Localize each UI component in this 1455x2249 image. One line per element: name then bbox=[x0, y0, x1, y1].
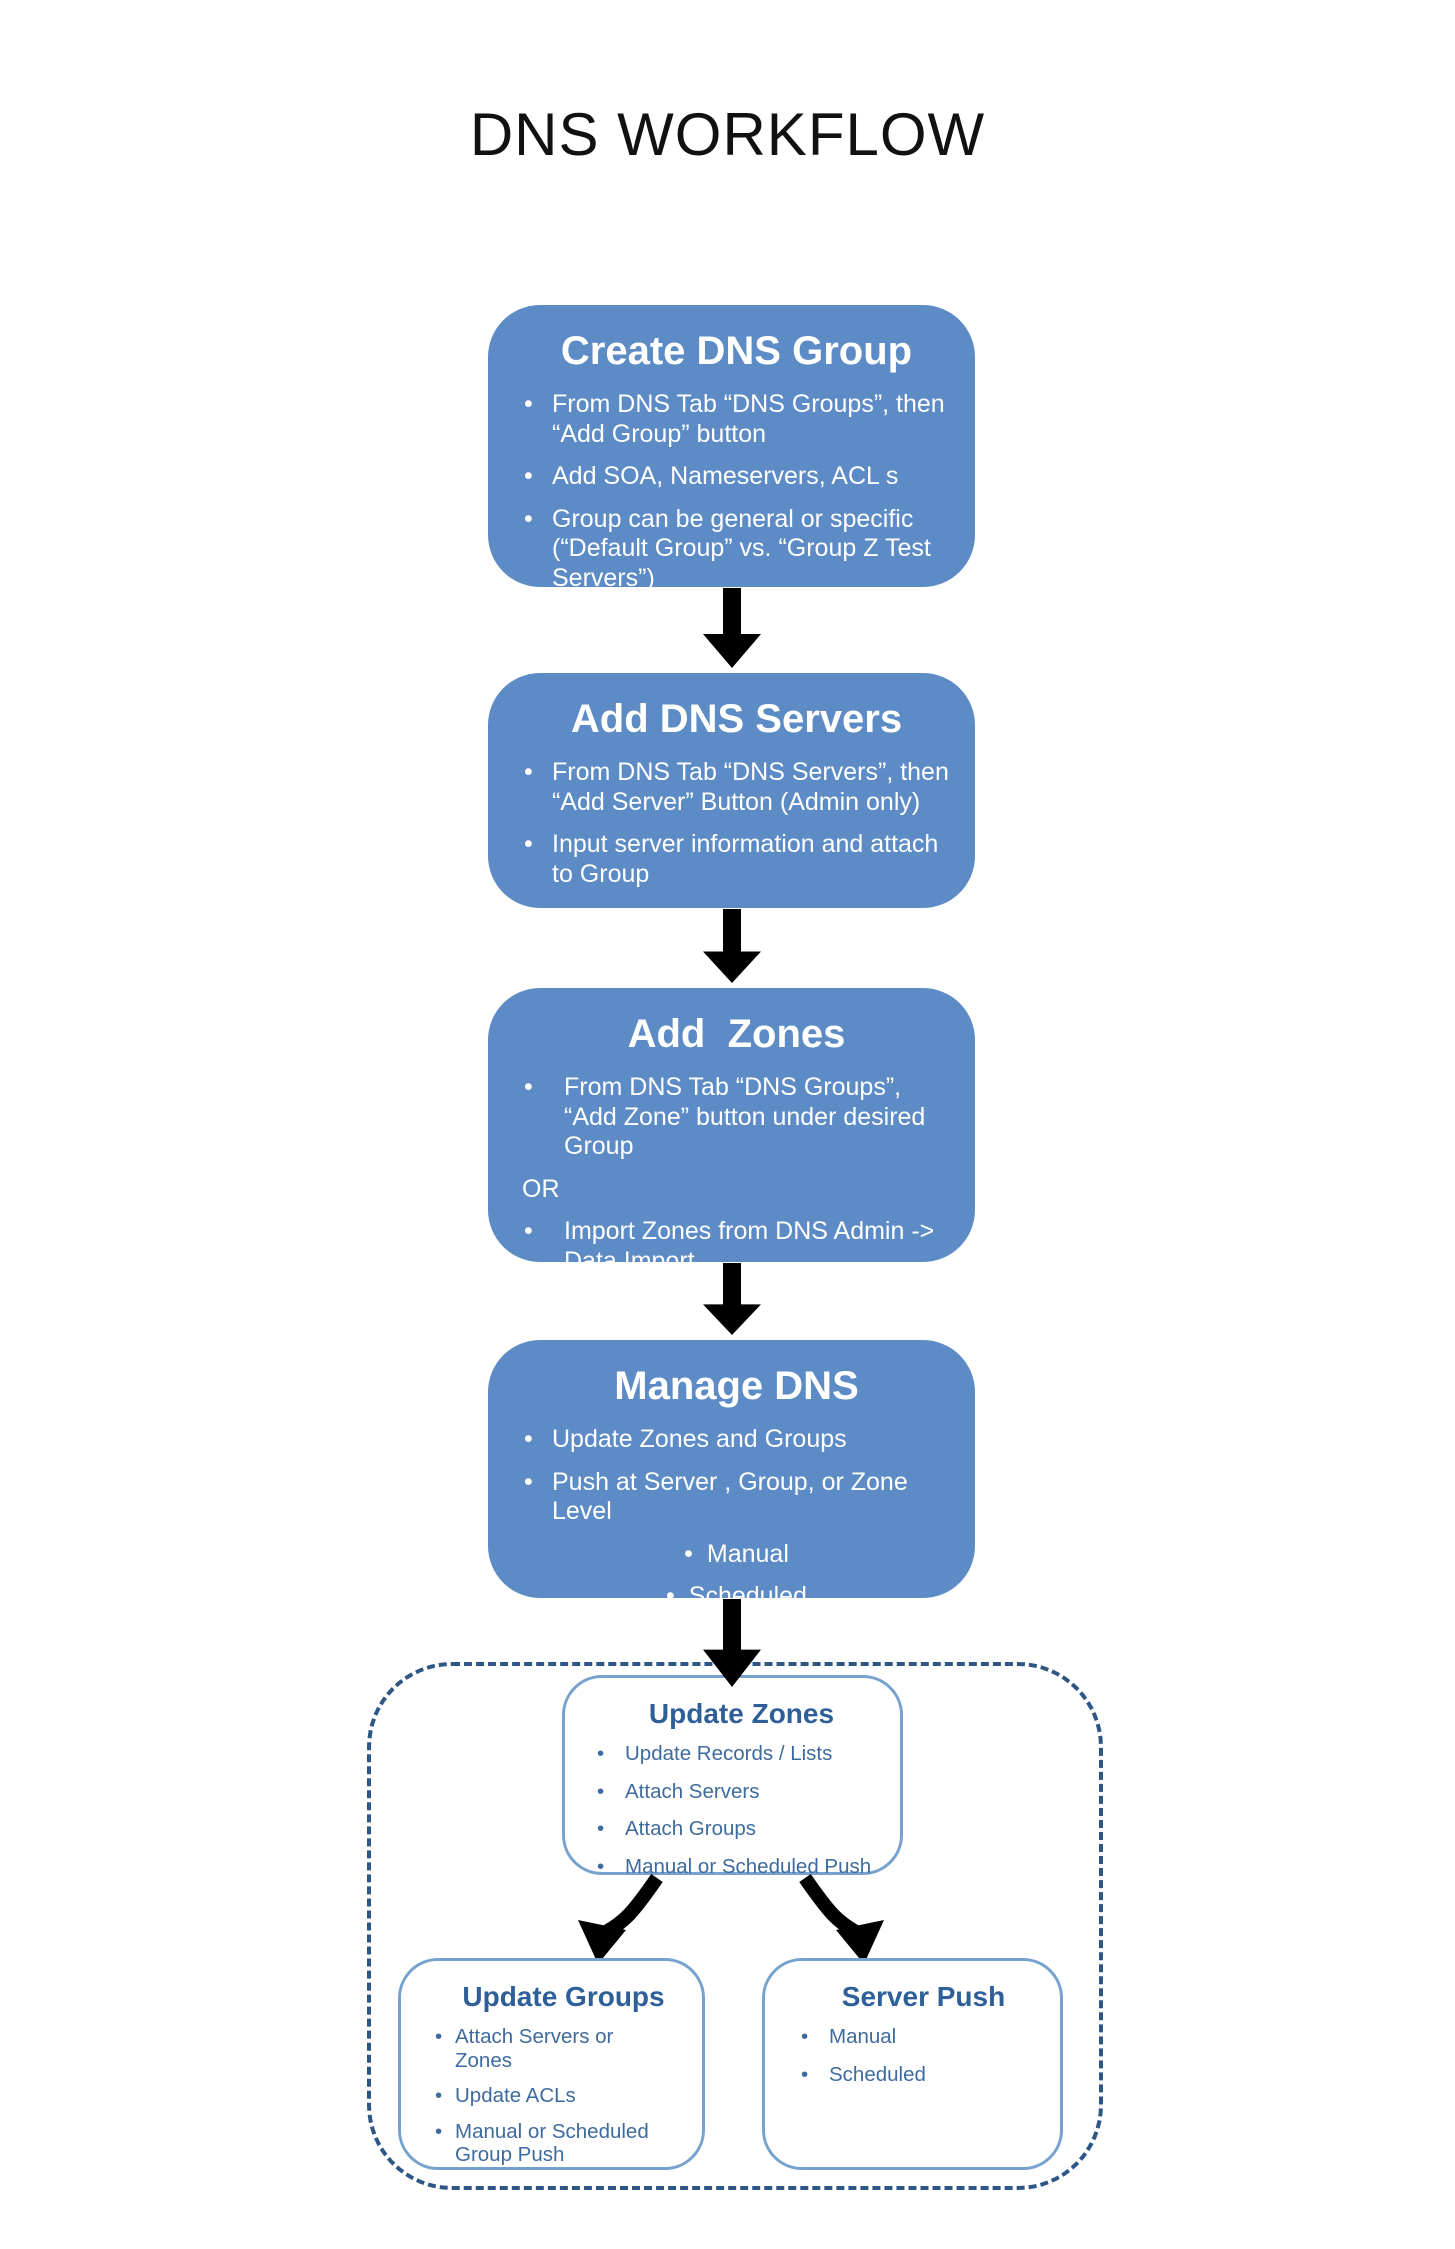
arrow-down-icon bbox=[702, 1599, 762, 1687]
list-item: Scheduled bbox=[524, 1582, 949, 1612]
detail-box-update-groups: Update Groups Attach Servers or Zones Up… bbox=[398, 1958, 705, 2170]
list-item: Attach Groups bbox=[597, 1817, 886, 1841]
list-item: Attach Servers bbox=[597, 1780, 886, 1804]
or-label: OR bbox=[522, 1174, 560, 1203]
list-item: Push at Server , Group, or Zone Level bbox=[524, 1468, 949, 1527]
flow-box-add-dns-servers: Add DNS Servers From DNS Tab “DNS Server… bbox=[488, 673, 975, 908]
flow-box-title: Create DNS Group bbox=[560, 329, 913, 373]
list-item: Manual bbox=[801, 2025, 1046, 2049]
list-item: Input server information and attach to G… bbox=[524, 830, 949, 889]
arrow-down-icon bbox=[702, 1263, 762, 1335]
list-item: Attach Servers or Zones bbox=[435, 2025, 692, 2072]
list-item: Manual or Scheduled Group Push bbox=[435, 2120, 692, 2167]
curved-arrows bbox=[480, 1874, 980, 1968]
detail-box-server-push: Server Push Manual Scheduled bbox=[762, 1958, 1063, 2170]
flow-box-title: Add Zones bbox=[627, 1012, 846, 1056]
flow-box-title: Manage DNS bbox=[614, 1364, 859, 1408]
flow-box-title: Add DNS Servers bbox=[570, 697, 903, 741]
detail-box-title: Server Push bbox=[841, 1981, 1006, 2012]
list-item: Update Zones and Groups bbox=[524, 1425, 949, 1455]
curved-arrow-right-icon bbox=[799, 1874, 884, 1964]
list-item: From DNS Tab “DNS Groups”, “Add Zone” bu… bbox=[524, 1073, 949, 1162]
list-item: Manual or Scheduled Push bbox=[597, 1855, 886, 1879]
list-item: Scheduled bbox=[801, 2063, 1046, 2087]
list-item: From DNS Tab “DNS Groups”, then “Add Gro… bbox=[524, 390, 949, 449]
arrow-down-icon bbox=[702, 588, 762, 668]
page-title: DNS WORKFLOW bbox=[469, 101, 986, 168]
list-item: Import Zones from DNS Admin -> Data Impo… bbox=[524, 1217, 949, 1276]
list-item: Manual bbox=[524, 1540, 949, 1570]
list-item: Update Records / Lists bbox=[597, 1742, 886, 1766]
list-item: Update ACLs bbox=[435, 2084, 692, 2108]
flow-box-create-dns-group: Create DNS Group From DNS Tab “DNS Group… bbox=[488, 305, 975, 592]
flow-box-manage-dns: Manage DNS Update Zones and Groups Push … bbox=[488, 1340, 975, 1610]
list-item: From DNS Tab “DNS Servers”, then “Add Se… bbox=[524, 758, 949, 817]
arrow-down-icon bbox=[702, 909, 762, 983]
detail-box-title: Update Zones bbox=[648, 1698, 835, 1729]
curved-arrow-left-icon bbox=[578, 1874, 663, 1964]
list-item: Group can be general or specific (“Defau… bbox=[524, 505, 949, 594]
list-item: Add SOA, Nameservers, ACL s bbox=[524, 462, 949, 492]
flow-box-add-zones: Add Zones From DNS Tab “DNS Groups”, “Ad… bbox=[488, 988, 975, 1275]
detail-box-update-zones: Update Zones Update Records / Lists Atta… bbox=[562, 1675, 903, 1878]
detail-box-title: Update Groups bbox=[462, 1981, 665, 2012]
